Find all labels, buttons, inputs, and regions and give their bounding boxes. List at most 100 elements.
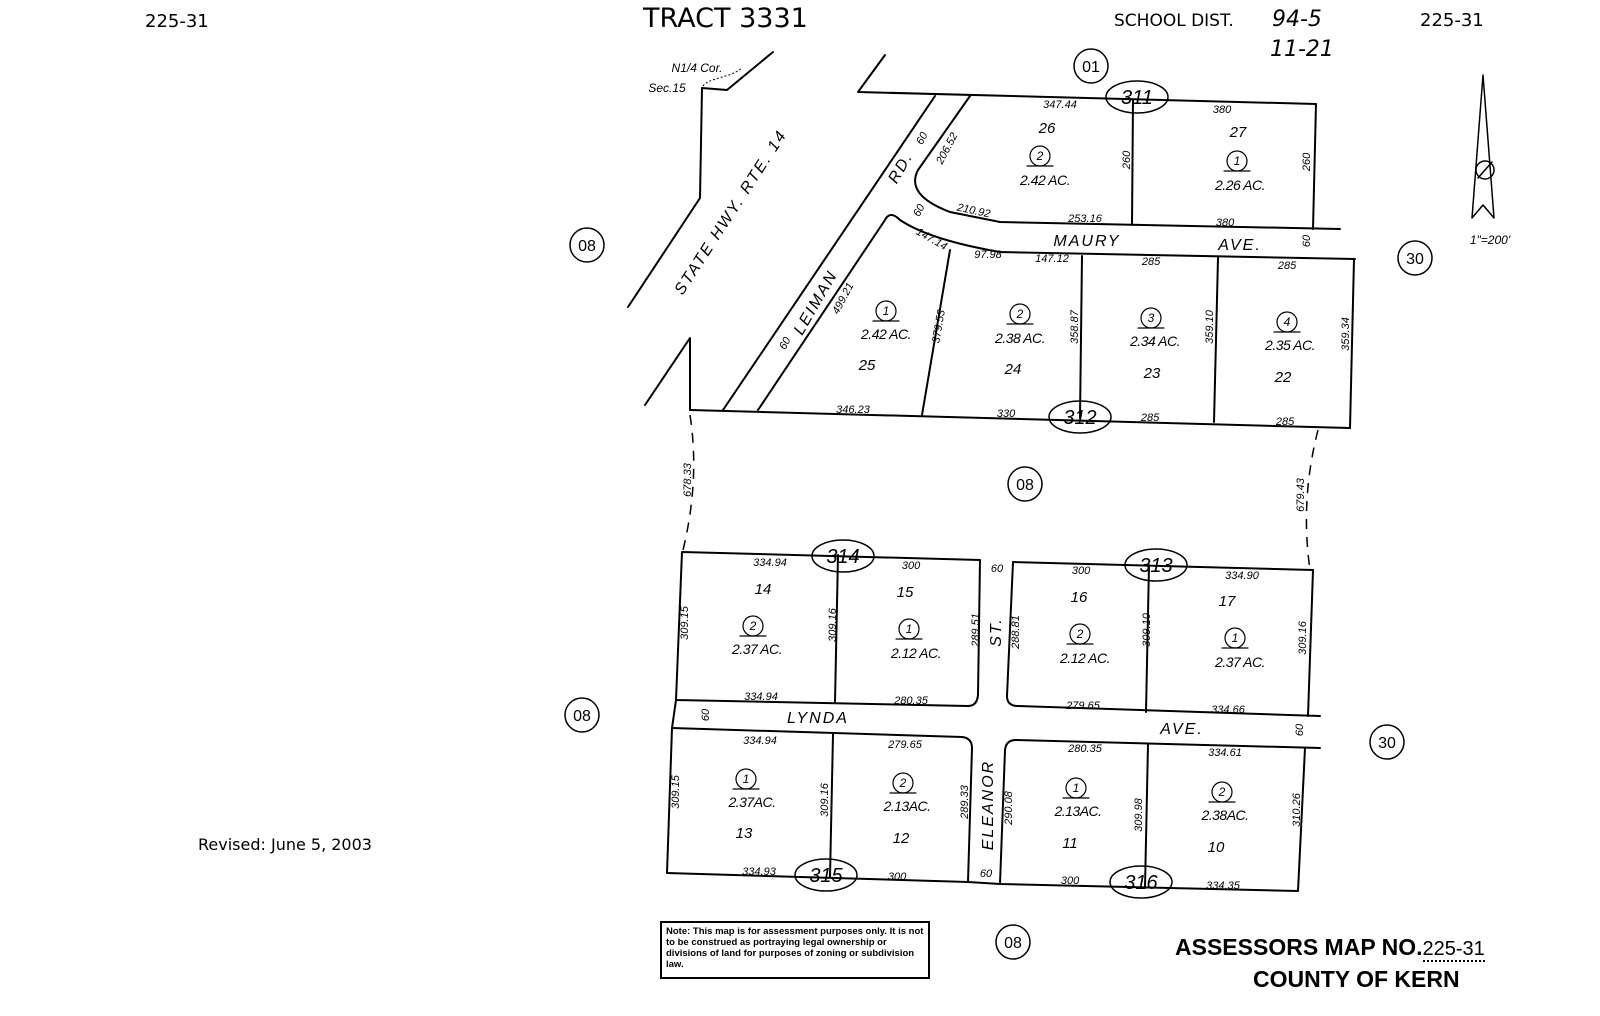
street-eleanor: ELEANOR xyxy=(980,760,997,850)
dimension-label: 288.81 xyxy=(1010,615,1022,650)
parcel-number: 2 xyxy=(1016,307,1024,321)
area-code-circle xyxy=(564,697,600,733)
parcel-acreage: 2.35 AC. xyxy=(1264,337,1315,353)
parcel-number: 1 xyxy=(1232,631,1239,645)
dimension-label: 147.12 xyxy=(1035,253,1069,265)
dimension-label: 206.52 xyxy=(934,131,961,167)
parcel-acreage: 2.37 AC. xyxy=(731,641,782,657)
parcel-acreage: 2.42 AC. xyxy=(1019,172,1070,188)
lot-number: 13 xyxy=(736,825,753,842)
dimension-label: 60 xyxy=(1301,234,1313,247)
dimension-label: 285 xyxy=(1140,412,1160,424)
dimension-label: 309.15 xyxy=(670,774,682,809)
dimension-label: 309.10 xyxy=(1141,612,1153,647)
dimension-label: 289.33 xyxy=(959,784,971,820)
lot-number: 22 xyxy=(1274,369,1292,386)
lot-number: 25 xyxy=(858,357,876,374)
book-page-oval xyxy=(794,858,858,892)
dimension-label: 359.34 xyxy=(1340,317,1352,351)
area-code: 01 xyxy=(1082,59,1100,76)
map-number-right: 225-31 xyxy=(1420,10,1484,31)
dimension-label: 147.14 xyxy=(914,226,949,253)
street-maury: MAURY xyxy=(1053,233,1120,250)
area-code: 08 xyxy=(1016,477,1034,494)
street-lynda-ave: AVE. xyxy=(1159,721,1204,738)
book-page-number: 314 xyxy=(826,546,859,568)
area-code: 30 xyxy=(1406,251,1424,268)
dimension-label: 60 xyxy=(777,335,794,352)
disclaimer-note: Note: This map is for assessment purpose… xyxy=(660,921,930,979)
parcel-number: 2 xyxy=(749,619,757,633)
school-dist-sub: 11-21 xyxy=(1270,37,1334,62)
dimension-label: 285 xyxy=(1275,416,1295,428)
dimension-label: 678.33 xyxy=(682,462,694,497)
dimension-label: 309.16 xyxy=(1297,620,1309,655)
parcel-acreage: 2.34 AC. xyxy=(1129,333,1180,349)
scale-label: 1"=200' xyxy=(1470,233,1511,247)
parcel-number: 1 xyxy=(883,304,890,318)
revised-date: Revised: June 5, 2003 xyxy=(198,835,372,854)
parcel-number: 1 xyxy=(743,772,750,786)
lot-number: 11 xyxy=(1062,835,1078,852)
book-page-oval xyxy=(1109,865,1173,899)
book-page-number: 312 xyxy=(1063,407,1096,429)
lot-number: 10 xyxy=(1208,839,1225,856)
dimension-label: 260 xyxy=(1121,150,1133,170)
lot-number: 17 xyxy=(1219,593,1236,610)
dimension-label: 60 xyxy=(980,868,993,880)
dimension-label: 289.51 xyxy=(970,613,982,648)
dimension-label: 379.53 xyxy=(930,308,948,344)
area-code: 08 xyxy=(1004,935,1022,952)
dimension-label: 300 xyxy=(888,871,907,883)
dimension-label: 300 xyxy=(902,560,921,572)
school-dist-value: 94-5 xyxy=(1272,7,1322,32)
area-code-circle xyxy=(1397,240,1433,276)
lot-number: 16 xyxy=(1071,589,1088,606)
street-lynda: LYNDA xyxy=(787,710,849,727)
dimension-label: 358.87 xyxy=(1069,309,1081,344)
lot-number: 26 xyxy=(1038,120,1056,137)
book-page-oval xyxy=(1105,80,1169,114)
corner-note: N1/4 Cor. xyxy=(672,61,723,75)
area-code: 30 xyxy=(1378,735,1396,752)
dimension-label: 285 xyxy=(1141,256,1161,268)
dimension-label: 334.66 xyxy=(1211,704,1246,716)
school-dist-label: SCHOOL DIST. xyxy=(1114,11,1234,31)
parcel-number: 2 xyxy=(1076,627,1084,641)
dimension-label: 280.35 xyxy=(1067,743,1103,755)
parcel-number: 1 xyxy=(1073,781,1080,795)
dimension-label: 347.44 xyxy=(1043,99,1077,111)
dimension-label: 300 xyxy=(1072,565,1091,577)
book-page-number: 316 xyxy=(1124,872,1158,894)
parcel-acreage: 2.12 AC. xyxy=(1059,650,1110,666)
dimension-label: 334.94 xyxy=(753,557,787,569)
area-code-circle xyxy=(995,924,1031,960)
lot-number: 15 xyxy=(897,584,914,601)
assessors-label: ASSESSORS MAP NO. xyxy=(1175,934,1423,960)
area-code-circle xyxy=(1369,724,1405,760)
county-name: COUNTY OF KERN xyxy=(1253,966,1460,992)
dimension-label: 60 xyxy=(1294,723,1306,736)
dimension-label: 359.10 xyxy=(1204,309,1216,344)
parcel-number: 2 xyxy=(899,776,907,790)
parcel-acreage: 2.38 AC. xyxy=(994,330,1045,346)
dimension-label: 60 xyxy=(700,708,712,721)
dimension-label: 334.94 xyxy=(744,691,778,703)
parcel-acreage: 2.37AC. xyxy=(727,794,775,810)
dimension-label: 334.35 xyxy=(1206,880,1241,892)
dimension-label: 309.98 xyxy=(1133,797,1145,832)
parcel-acreage: 2.38AC. xyxy=(1200,807,1248,823)
dimension-label: 253.16 xyxy=(1067,213,1103,225)
book-page-number: 315 xyxy=(809,865,843,887)
corner-note-sec: Sec.15 xyxy=(648,81,686,95)
area-code-circle xyxy=(1007,466,1043,502)
area-code: 08 xyxy=(573,708,591,725)
parcel-acreage: 2.12 AC. xyxy=(890,645,941,661)
parcel-number: 3 xyxy=(1148,311,1155,325)
dimension-label: 346.23 xyxy=(836,404,871,416)
dimension-label: 290.08 xyxy=(1003,790,1015,826)
street-eleanor-st: ST. xyxy=(988,617,1005,646)
dimension-label: 679.43 xyxy=(1295,477,1307,512)
assessors-map-number: 225-31 xyxy=(1422,938,1485,962)
